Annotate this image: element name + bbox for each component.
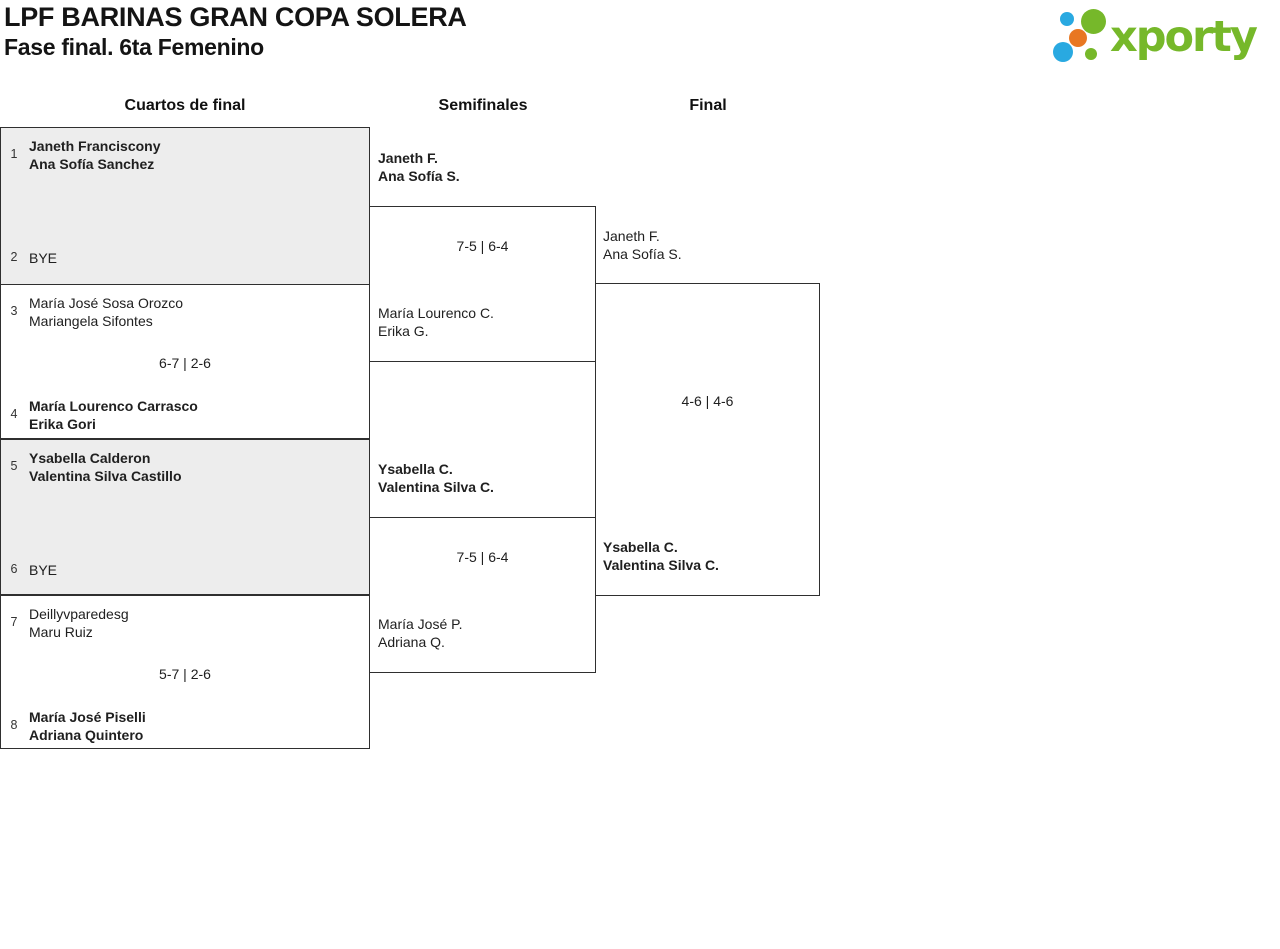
page-subtitle: Fase final. 6ta Femenino bbox=[4, 34, 264, 60]
qf1-team-a: Janeth Franciscony Ana Sofía Sanchez bbox=[29, 137, 161, 173]
logo-dot-orange-icon bbox=[1069, 29, 1087, 47]
sf1-team-b: María Lourenco C. Erika G. bbox=[378, 304, 494, 340]
round-header-final: Final bbox=[689, 97, 727, 114]
sf2-team-b: María José P. Adriana Q. bbox=[378, 615, 463, 651]
match-score: 6-7 | 2-6 bbox=[159, 355, 211, 371]
seed-number: 4 bbox=[10, 407, 18, 421]
seed-number: 2 bbox=[10, 250, 18, 264]
page-title: LPF BARINAS GRAN COPA SOLERA bbox=[4, 2, 467, 32]
match-sf2[interactable]: Ysabella C. Valentina Silva C. 7-5 | 6-4… bbox=[369, 461, 596, 673]
team-name-line: Valentina Silva C. bbox=[378, 479, 494, 495]
team-name-line: BYE bbox=[29, 250, 58, 266]
match-score: 4-6 | 4-6 bbox=[681, 393, 734, 409]
team-name-line: Ysabella Calderon bbox=[29, 450, 151, 466]
logo-dot-green-small-icon bbox=[1085, 48, 1097, 60]
team-name-line: María José Piselli bbox=[29, 709, 146, 725]
team-name-line: Erika G. bbox=[378, 323, 429, 339]
team-name-line: Ana Sofía S. bbox=[603, 246, 682, 262]
sf2-team-a: Ysabella C. Valentina Silva C. bbox=[378, 460, 494, 496]
team-name-line: María José P. bbox=[378, 616, 463, 632]
team-name-line: Erika Gori bbox=[29, 416, 96, 432]
match-qf2[interactable]: 3 María José Sosa Orozco Mariangela Sifo… bbox=[0, 284, 370, 439]
seed-number: 8 bbox=[10, 718, 18, 732]
team-name-line: Mariangela Sifontes bbox=[29, 313, 153, 329]
logo-dot-blue-small-icon bbox=[1060, 12, 1074, 26]
team-name-line: María Lourenco Carrasco bbox=[29, 398, 198, 414]
seed-number: 1 bbox=[10, 147, 18, 161]
match-score: 5-7 | 2-6 bbox=[159, 666, 211, 682]
final-team-b: Ysabella C. Valentina Silva C. bbox=[603, 538, 719, 574]
round-header-cuartos-de-final: Cuartos de final bbox=[124, 97, 246, 114]
team-name-line: Ana Sofía S. bbox=[378, 168, 460, 184]
qf2-team-a: María José Sosa Orozco Mariangela Sifont… bbox=[29, 294, 183, 330]
match-final[interactable]: Janeth F. Ana Sofía S. 4-6 | 4-6 Ysabell… bbox=[595, 228, 820, 596]
logo-dot-green-large-icon bbox=[1081, 9, 1106, 34]
xporty-logo[interactable]: xporty bbox=[1050, 4, 1280, 76]
team-name-line: Janeth F. bbox=[378, 150, 438, 166]
team-name-line: Valentina Silva C. bbox=[603, 557, 719, 573]
match-score: 7-5 | 6-4 bbox=[456, 549, 509, 565]
qf4-team-b: María José Piselli Adriana Quintero bbox=[29, 708, 146, 744]
final-team-a: Janeth F. Ana Sofía S. bbox=[603, 227, 682, 263]
qf2-team-b: María Lourenco Carrasco Erika Gori bbox=[29, 397, 198, 433]
team-name-line: Adriana Q. bbox=[378, 634, 445, 650]
qf1-team-b: BYE bbox=[29, 249, 57, 267]
team-name-line: Maru Ruiz bbox=[29, 624, 93, 640]
team-name-line: Janeth Franciscony bbox=[29, 138, 161, 154]
round-header-semifinales: Semifinales bbox=[438, 97, 528, 114]
qf4-team-a: Deillyvparedesg Maru Ruiz bbox=[29, 605, 129, 641]
team-name-line: María Lourenco C. bbox=[378, 305, 494, 321]
match-score: 7-5 | 6-4 bbox=[456, 238, 509, 254]
match-qf3[interactable]: 5 Ysabella Calderon Valentina Silva Cast… bbox=[0, 439, 370, 595]
team-name-line: Ysabella C. bbox=[603, 539, 678, 555]
seed-number: 5 bbox=[10, 459, 18, 473]
sf1-team-a: Janeth F. Ana Sofía S. bbox=[378, 149, 460, 185]
team-name-line: Adriana Quintero bbox=[29, 727, 144, 743]
seed-number: 6 bbox=[10, 562, 18, 576]
logo-dot-blue-large-icon bbox=[1053, 42, 1073, 62]
match-qf4[interactable]: 7 Deillyvparedesg Maru Ruiz 5-7 | 2-6 8 … bbox=[0, 595, 370, 749]
team-name-line: Janeth F. bbox=[603, 228, 660, 244]
team-name-line: BYE bbox=[29, 562, 58, 578]
logo-wordmark: xporty bbox=[1110, 12, 1258, 62]
qf3-team-b: BYE bbox=[29, 561, 57, 579]
team-name-line: Valentina Silva Castillo bbox=[29, 468, 182, 484]
team-name-line: Ysabella C. bbox=[378, 461, 453, 477]
match-sf1[interactable]: Janeth F. Ana Sofía S. 7-5 | 6-4 María L… bbox=[369, 150, 596, 362]
match-qf1[interactable]: 1 Janeth Franciscony Ana Sofía Sanchez 2… bbox=[0, 127, 370, 285]
qf3-team-a: Ysabella Calderon Valentina Silva Castil… bbox=[29, 449, 182, 485]
seed-number: 3 bbox=[10, 304, 18, 318]
seed-number: 7 bbox=[10, 615, 18, 629]
team-name-line: Deillyvparedesg bbox=[29, 606, 129, 622]
team-name-line: Ana Sofía Sanchez bbox=[29, 156, 155, 172]
team-name-line: María José Sosa Orozco bbox=[29, 295, 184, 311]
